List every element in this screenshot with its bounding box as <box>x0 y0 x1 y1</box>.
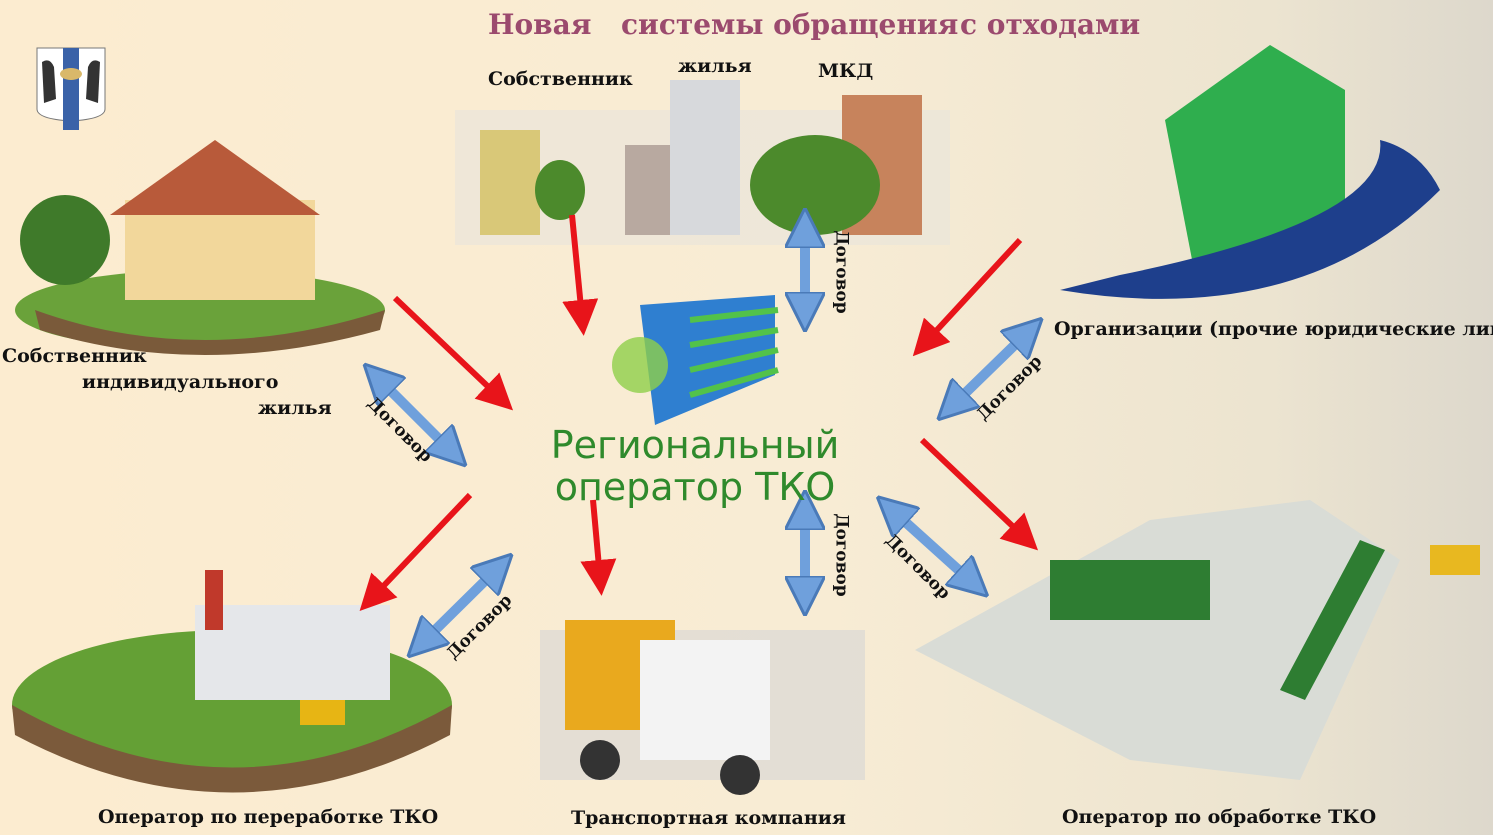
blue-arrow-house <box>378 378 452 452</box>
red-arrow-truck <box>580 499 617 596</box>
processing-operator-label: Оператор по обработке ТКО <box>1062 806 1377 828</box>
blue-arrow-recycling <box>422 568 498 643</box>
organizations-label: Организации (прочие юридические лица) <box>1054 318 1493 340</box>
transport-company-label: Транспортная компания <box>571 807 846 829</box>
title-part-1: Новая <box>488 8 592 41</box>
red-arrow-mkd <box>562 214 599 336</box>
blue-arrow-org <box>952 332 1028 406</box>
red-arrow-house <box>392 295 514 411</box>
organization-building-logo <box>1060 45 1440 299</box>
regional-operator-logo <box>612 295 779 425</box>
individual-owner-line-1: Собственник <box>2 345 147 367</box>
private-house-image <box>15 140 385 355</box>
garbage-truck-image <box>540 620 865 795</box>
title-part-3: с отходами <box>960 8 1141 41</box>
mkd-owner-word-2: жилья <box>678 55 752 77</box>
apartment-buildings-image <box>455 80 950 245</box>
mkd-owner-word-3: МКД <box>818 60 874 82</box>
title-part-2: системы обращения <box>621 8 959 41</box>
recycling-operator-label: Оператор по переработке ТКО <box>98 806 439 828</box>
red-arrow-org <box>912 237 1023 357</box>
regional-operator-title: Региональный оператор ТКО <box>530 424 860 508</box>
blue-arrow-processing <box>892 510 973 583</box>
mkd-owner-word-1: Собственник <box>488 68 633 90</box>
center-line-2: оператор ТКО <box>554 465 836 509</box>
waste-processing-plant-image <box>915 500 1480 780</box>
recycling-plant-image <box>12 570 452 793</box>
coat-of-arms-emblem <box>36 47 106 132</box>
contract-label-transport: Договор <box>831 513 852 597</box>
red-arrow-recycling <box>359 492 473 612</box>
individual-owner-line-3: жилья <box>258 397 332 419</box>
center-line-1: Региональный <box>550 423 840 467</box>
red-arrow-processing <box>919 437 1039 551</box>
individual-owner-line-2: индивидуального <box>82 371 279 393</box>
contract-label-mkd: Договор <box>831 230 852 314</box>
